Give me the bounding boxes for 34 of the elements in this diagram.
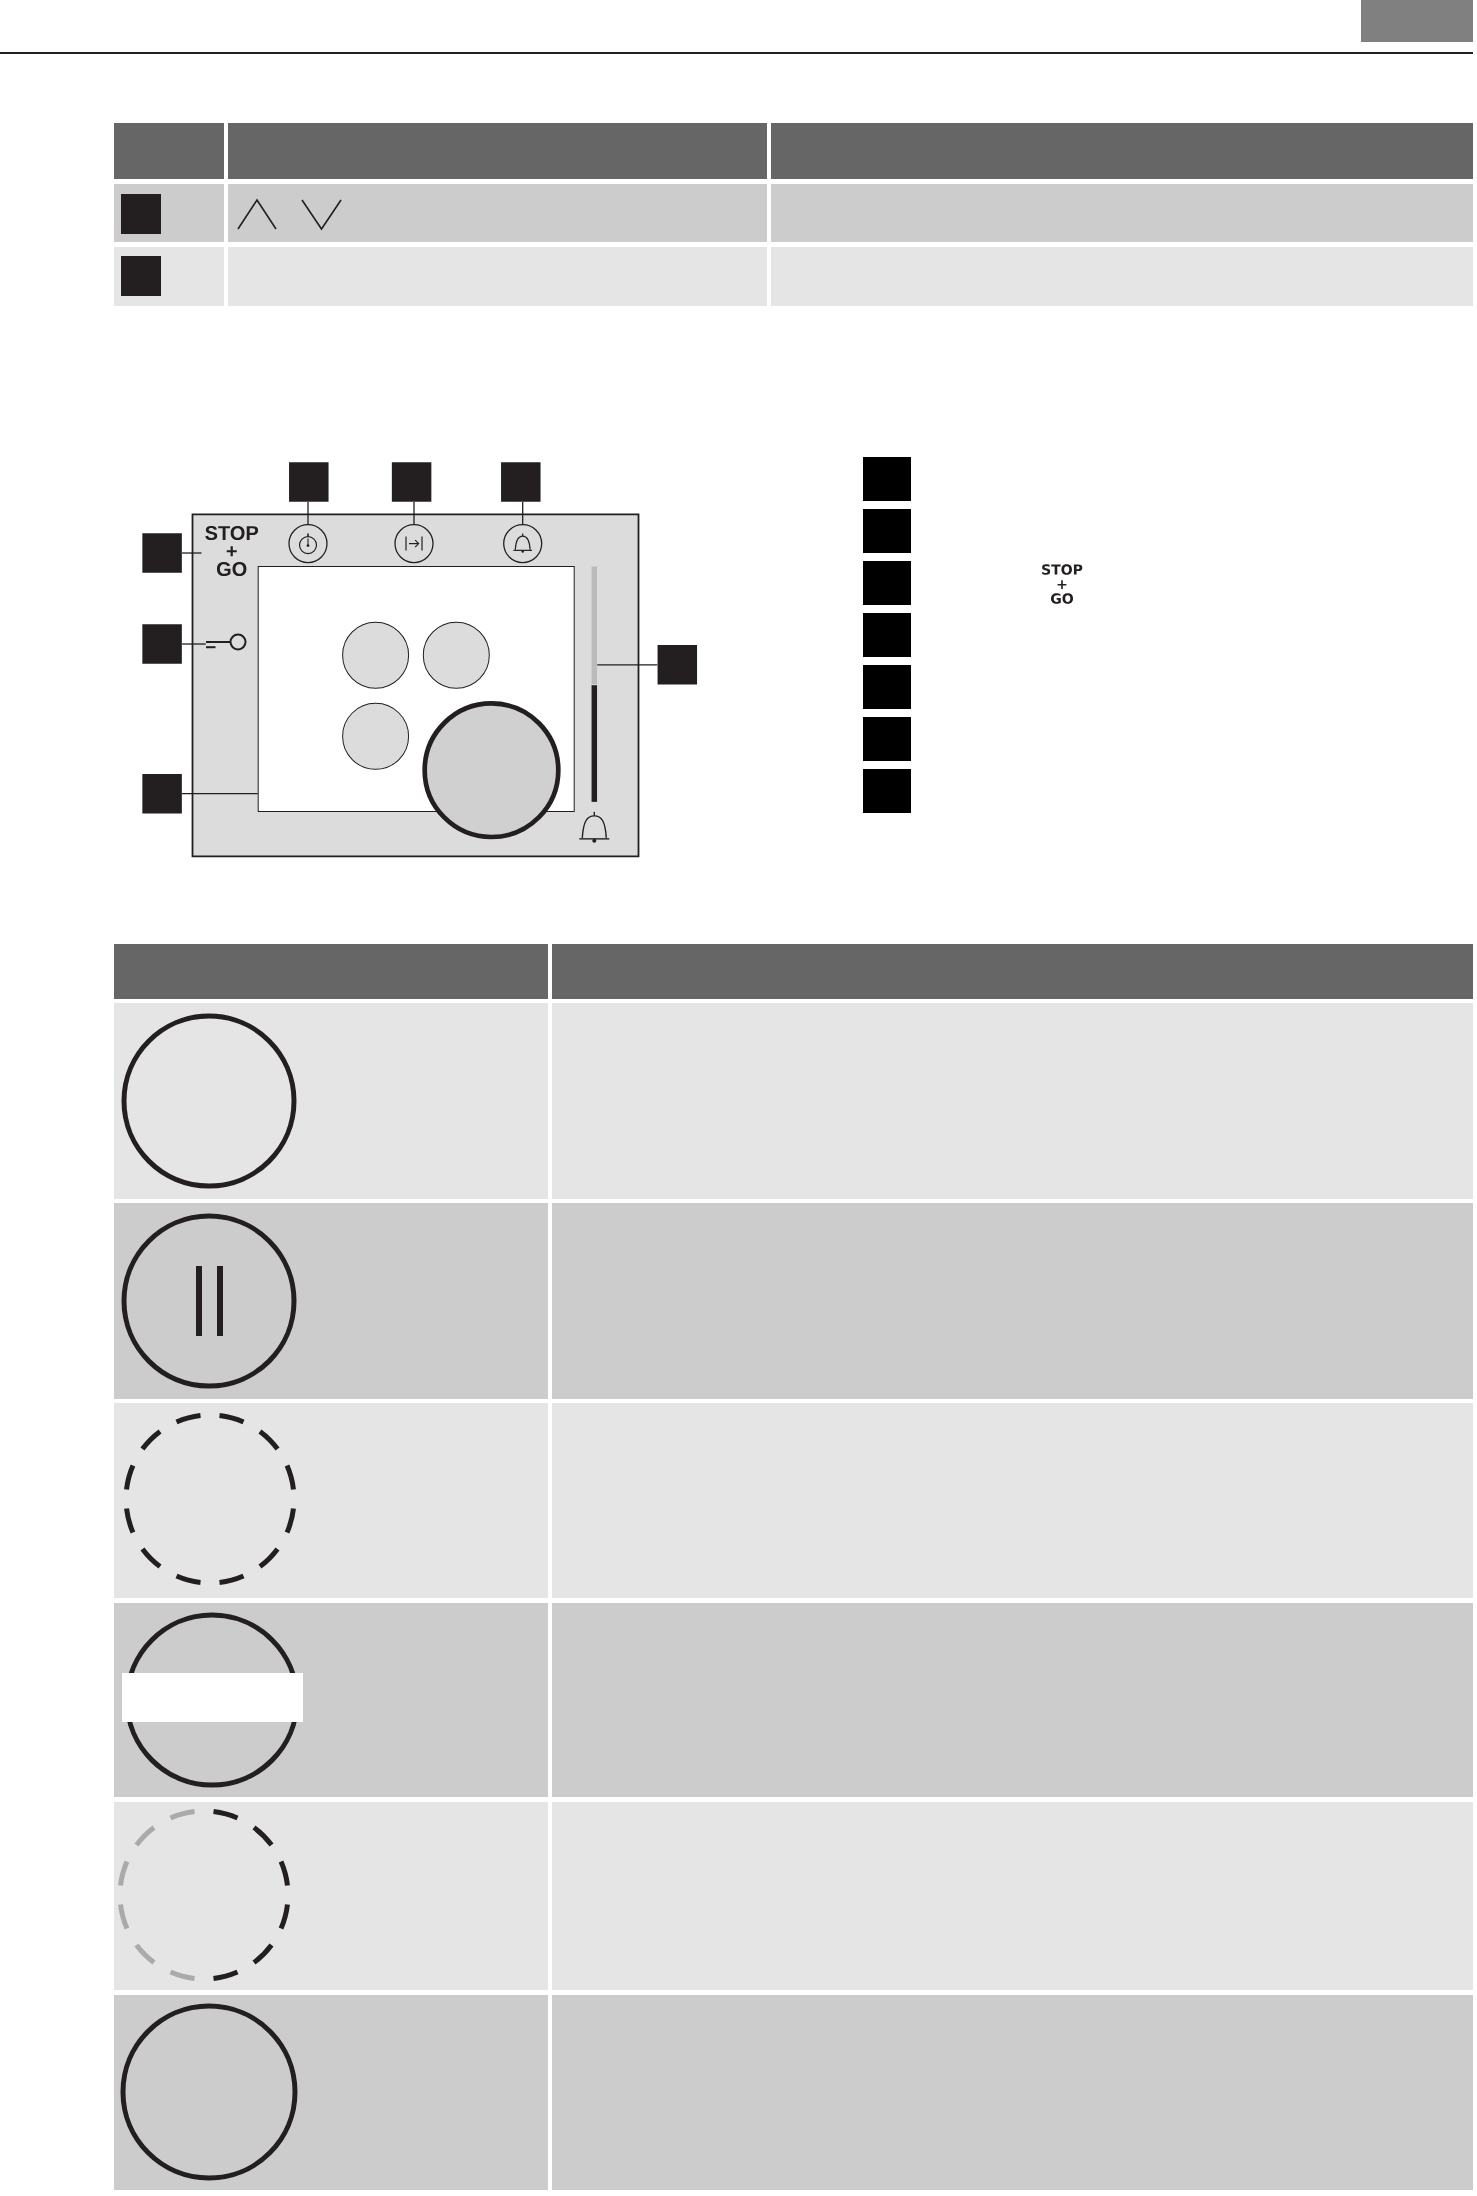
callout-square xyxy=(501,462,541,502)
callout-square xyxy=(863,717,911,761)
callout-square xyxy=(863,665,911,709)
callout-square xyxy=(142,624,182,664)
callout-square xyxy=(142,773,182,814)
leader-line xyxy=(181,552,203,554)
callout-square xyxy=(863,457,911,501)
callout-square xyxy=(863,769,911,813)
callout-square xyxy=(289,462,329,502)
leader-line xyxy=(522,501,524,525)
callout-square xyxy=(121,194,161,234)
skip-to-end-icon xyxy=(394,523,434,564)
button-label: STOP + GO xyxy=(205,525,259,577)
bell-icon xyxy=(503,523,543,564)
callout-square xyxy=(391,462,432,502)
zone-circle xyxy=(422,701,561,840)
callout-square xyxy=(863,561,911,605)
leader-line xyxy=(596,664,658,666)
key-icon xyxy=(205,633,247,651)
callout-square xyxy=(121,256,161,296)
slider-bar xyxy=(591,566,598,802)
callout-square xyxy=(657,645,698,685)
leader-line xyxy=(181,793,259,795)
callout-square xyxy=(142,533,182,573)
zone-circle xyxy=(342,702,410,770)
leader-line xyxy=(413,501,415,525)
callout-square xyxy=(863,509,911,553)
zone-circle xyxy=(422,621,490,689)
button-label: STOP + GO xyxy=(1042,564,1083,604)
timer-icon xyxy=(288,523,328,564)
zone-circle xyxy=(342,621,410,689)
leader-line xyxy=(181,643,207,645)
callout-square xyxy=(863,613,911,657)
leader-line xyxy=(307,501,309,525)
